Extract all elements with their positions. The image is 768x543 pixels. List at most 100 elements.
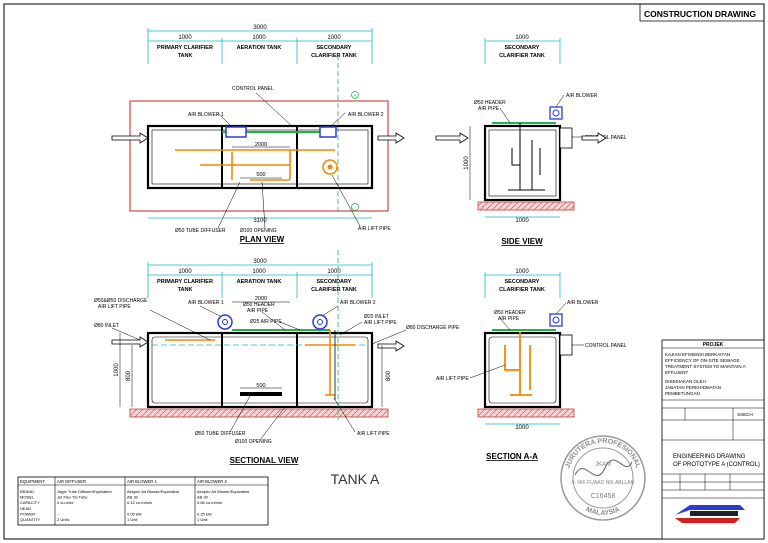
tb-client-line2: JABATAN PERKHIDMATAN: [665, 385, 721, 390]
plan-tank-body: [146, 124, 374, 190]
equipment-cell: 0.25 kW: [197, 511, 212, 516]
stamp-center-3: C16458: [591, 493, 616, 500]
stamp-signature: [574, 459, 633, 476]
saa-title: SECTION A-A: [486, 452, 538, 461]
saa-control-panel-label: CONTROL PANEL: [585, 343, 627, 349]
equipment-cell: 1 Unit: [197, 517, 208, 522]
plan-title: PLAN VIEW: [240, 235, 285, 244]
plan-tank1-label-2: TANK: [178, 53, 193, 59]
side-dim-bottom: 1000: [515, 218, 529, 224]
saa-air-blower: [549, 313, 563, 327]
saa-foundation: [477, 408, 575, 418]
side-air-blower-label: AIR BLOWER: [566, 93, 598, 99]
plan-air-lift-label: AIR LIFT PIPE: [358, 226, 391, 232]
sec-air-blower-2: [312, 314, 328, 330]
equipment-cell: Jet Flex TG Tube: [57, 495, 88, 500]
stamp-center-2: Ir. NIK FUAAD NIK ABLLAH: [572, 480, 635, 486]
equipment-cell: 0.66 cu.m/min: [197, 500, 222, 505]
sec-dim-seg3: 1000: [327, 269, 341, 275]
plan-dim-seg3: 1000: [327, 35, 341, 41]
side-view: 1000 SECONDARY CLARIFIER TANK 1000 1000: [435, 35, 627, 246]
sec-discharge-label-2: AIR LIFT PIPE: [98, 304, 131, 310]
plan-control-panel-label: CONTROL PANEL: [232, 86, 274, 92]
side-dim-height: 1000: [464, 156, 470, 170]
plan-tank2-label: AERATION TANK: [237, 45, 282, 51]
sec-tank-body: [146, 331, 374, 409]
plan-dim-2000: 2000: [255, 142, 267, 148]
tb-project-line4: EFFLUENT: [665, 370, 689, 375]
sec-inlet-20-label: Ø20 INLET: [364, 314, 389, 320]
side-tank-label-2: CLARIFIER TANK: [499, 53, 545, 59]
sec-discharge-label: Ø50&Ø50 DISCHARGE: [94, 298, 148, 304]
saa-dim-top: 1000: [515, 269, 529, 275]
saa-tank-body: [483, 331, 562, 409]
side-control-panel: [559, 127, 573, 149]
side-title: SIDE VIEW: [501, 237, 543, 246]
equipment-cell: CAPACITY: [20, 500, 40, 505]
saa-air-lift-label: AIR LIFT PIPE: [436, 376, 469, 382]
sec-dim-seg1: 1000: [178, 269, 192, 275]
sec-air-lift-label: AIR LIFT PIPE: [357, 431, 390, 437]
equipment-cell: AB 30: [127, 495, 139, 500]
sec-tank3-label: SECONDARY: [317, 279, 352, 285]
plan-dim-overall: 3000: [253, 25, 267, 31]
sec-air-blower-1: [217, 314, 233, 330]
plan-tank3-label-2: CLARIFIER TANK: [311, 53, 357, 59]
sec-air-blower-2-label: AIR BLOWER 2: [340, 300, 376, 306]
sec-header-label: Ø50 HEADER: [243, 302, 275, 308]
sec-dim-seg2: 1000: [252, 269, 266, 275]
sheet-title: CONSTRUCTION DRAWING: [644, 9, 756, 19]
sec-air-pipe-label: Ø25 AIR PIPE: [250, 319, 282, 325]
plan-air-blower-2-label: AIR BLOWER 2: [348, 112, 384, 118]
tb-project-line2: EFFICIENCY OF ON-SITE SEWAGE: [665, 358, 740, 363]
saa-air-blower-label: AIR BLOWER: [567, 300, 599, 306]
tb-project-heading: PROJEK: [703, 342, 724, 348]
sec-tank1-label-2: TANK: [178, 287, 193, 293]
side-header-label-2: AIR PIPE: [478, 106, 500, 112]
plan-section-marker: A: [353, 93, 356, 98]
plan-dim-seg1: 1000: [178, 35, 192, 41]
tb-drawing-title-2: OF PROTOTYPE A (CONTROL): [673, 462, 760, 468]
equipment-cell: 4 cu.m/hr: [57, 500, 74, 505]
sec-header-label-2: AIR PIPE: [247, 308, 269, 314]
sec-air-blower-1-label: AIR BLOWER 1: [188, 300, 224, 306]
plan-tank1-label: PRIMARY CLARIFIER: [157, 45, 213, 51]
sec-discharge-80-label: Ø80 DISCHARGE PIPE: [406, 325, 460, 331]
equipment-cell: 0.12 cu.m/min: [127, 500, 152, 505]
plan-dim-seg2: 1000: [252, 35, 266, 41]
equipment-cell: Jager Tube Diffuser/Equivalent: [57, 489, 113, 494]
sec-dim-height-800b: 800: [386, 370, 392, 381]
saa-header-label-2: AIR PIPE: [498, 316, 520, 322]
company-logo: [675, 505, 745, 523]
equipment-cell: Airspec Air Blower/Equivalent: [197, 489, 250, 494]
sec-tank1-label: PRIMARY CLARIFIER: [157, 279, 213, 285]
tb-project-line3: TREATMENT SYSTEM TO MAINTAIN A: [665, 364, 746, 369]
sec-dim-500: 500: [256, 383, 265, 389]
side-tank-body: [483, 124, 562, 202]
plan-opening-label: Ø100 OPENING: [240, 228, 277, 234]
plan-air-blower-1-label: AIR BLOWER 1: [188, 112, 224, 118]
side-header-label: Ø50 HEADER: [474, 100, 506, 106]
equipment-header-cell: EQUIPMENT: [20, 479, 45, 484]
sec-tube-diffuser: [240, 392, 282, 396]
saa-tank-label: SECONDARY: [505, 279, 540, 285]
plan-tank3-label: SECONDARY: [317, 45, 352, 51]
sec-foundation: [129, 408, 389, 418]
sec-inlet-80-label: Ø80 INLET: [94, 323, 119, 329]
equipment-cell: AB 30: [197, 495, 209, 500]
sec-opening-label: Ø100 OPENING: [235, 439, 272, 445]
saa-header-label: Ø50 HEADER: [494, 310, 526, 316]
plan-view: 3000 1000 1000 1000 PRIMARY CLARIFIER TA…: [111, 25, 405, 244]
plan-dim-3100: 3100: [253, 218, 267, 224]
sec-tank2-label: AERATION TANK: [237, 279, 282, 285]
tb-client-line3: PEMBETUNGAN: [665, 391, 700, 396]
sec-dim-overall: 3000: [253, 259, 267, 265]
equipment-cell: Airspec Air Blower/Equivalent: [127, 489, 180, 494]
equipment-cell: 0.05 kW: [127, 511, 142, 516]
tb-project-line1: KAJIAN EFISIENSI BERKAITAN: [665, 352, 730, 357]
sec-tube-diffuser-label: Ø50 TUBE DIFFUSER: [195, 431, 246, 437]
equipment-cell: -: [57, 511, 59, 516]
